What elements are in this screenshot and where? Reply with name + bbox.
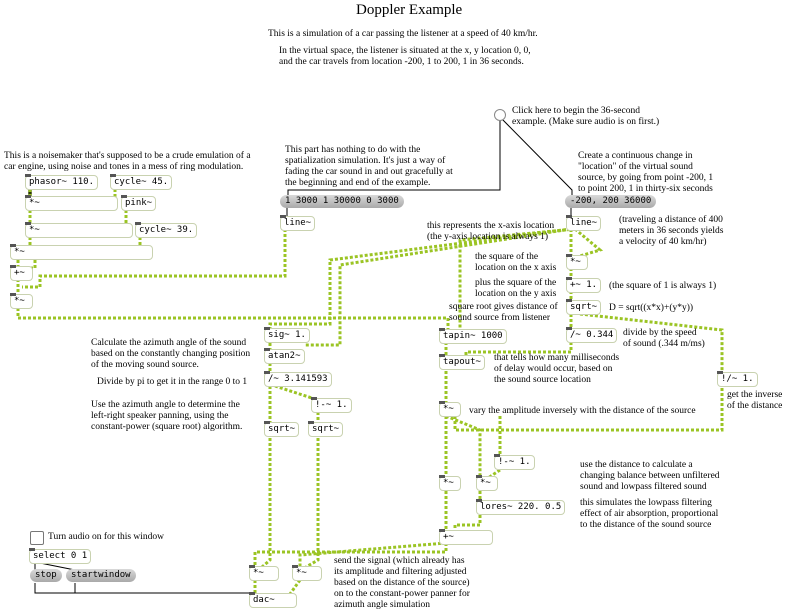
select-object[interactable]: select 0 1 [29, 548, 92, 564]
sqrt-left-object[interactable]: sqrt~ [264, 421, 300, 437]
cycle45-object[interactable]: cycle~ 45. [110, 174, 173, 190]
divide-speed-object[interactable]: /~ 0.344 [566, 327, 618, 343]
square-of-one-comment: (the square of 1 is always 1) [609, 281, 717, 291]
azimuth-comment: Calculate the azimuth angle of the sound… [91, 338, 251, 370]
x-axis-comment: this represents the x-axis location (the… [427, 221, 555, 242]
fade-part-comment: This part has nothing to do with the spa… [285, 145, 453, 188]
square-multiply-object[interactable]: *~ [566, 254, 588, 270]
dac-object[interactable]: dac~ [249, 592, 297, 608]
fade-message[interactable]: 1 3000 1 30000 0 3000 [280, 195, 404, 208]
reverse-subtract-object[interactable]: !-~ 1. [311, 397, 352, 413]
audio-toggle[interactable] [30, 531, 44, 545]
wet-multiply-object[interactable]: *~ [476, 475, 498, 491]
divide-speed-comment: divide by the speed of sound (.344 m/ms) [623, 328, 705, 349]
stop-message[interactable]: stop [30, 569, 62, 582]
line-object-fade[interactable]: line~ [280, 215, 316, 231]
click-here-comment: Click here to begin the 36-second exampl… [512, 106, 660, 127]
square-root-comment: square root gives distance of sound sour… [449, 302, 558, 323]
distance-formula-comment: D = sqrt((x*x)+(y*y)) [609, 303, 694, 313]
divide-pi-object[interactable]: /~ 3.141593 [264, 371, 332, 387]
tapin-object[interactable]: tapin~ 1000 [439, 328, 507, 344]
sqrt-distance-object[interactable]: sqrt~ [566, 299, 602, 315]
page-title: Doppler Example [356, 2, 463, 18]
sqrt-right-object[interactable]: sqrt~ [308, 421, 344, 437]
divide-pi-comment: Divide by pi to get it in the range 0 to… [97, 377, 248, 387]
reverse-divide-object[interactable]: !/~ 1. [717, 371, 758, 387]
intro-line1: This is a simulation of a car passing th… [268, 29, 538, 39]
multiply-object-4[interactable]: *~ [10, 293, 33, 309]
plus-one-object[interactable]: +~ 1. [566, 277, 602, 293]
balance-comment: use the distance to calculate a changing… [580, 460, 720, 492]
line-object-location[interactable]: line~ [566, 215, 602, 231]
left-pan-multiply-object[interactable]: *~ [249, 565, 279, 581]
atan2-object[interactable]: atan2~ [264, 348, 305, 364]
startwindow-message[interactable]: startwindow [66, 569, 136, 582]
phasor-object[interactable]: phasor~ 110. [25, 174, 99, 190]
start-bang-button[interactable] [494, 109, 506, 121]
traveling-comment: (traveling a distance of 400 meters in 3… [619, 215, 724, 247]
multiply-object-2[interactable]: *~ [25, 222, 133, 238]
multiply-object-3[interactable]: *~ [10, 244, 153, 260]
vary-amplitude-comment: vary the amplitude inversely with the di… [469, 406, 696, 416]
ms-delay-comment: that tells how many milliseconds of dela… [494, 353, 620, 385]
right-pan-multiply-object[interactable]: *~ [292, 565, 322, 581]
send-signal-comment: send the signal (which already has its a… [334, 556, 470, 610]
inverse-comment: get the inverse of the distance [727, 390, 783, 411]
tapout-object[interactable]: tapout~ [439, 354, 485, 370]
plus-square-y-comment: plus the square of the location on the y… [475, 278, 557, 299]
plus-object-2[interactable]: +~ [439, 529, 493, 545]
cycle39-object[interactable]: cycle~ 39. [135, 222, 198, 238]
sig-object[interactable]: sig~ 1. [264, 327, 310, 343]
multiply-object-1[interactable]: *~ [25, 195, 118, 211]
location-message[interactable]: -200, 200 36000 [565, 195, 657, 208]
amplitude-multiply-object[interactable]: *~ [439, 401, 461, 417]
noisemaker-comment: This is a noisemaker that's supposed to … [4, 151, 251, 172]
square-x-comment: the square of the location on the x axis [475, 252, 557, 273]
plus-object-1[interactable]: +~ [10, 265, 33, 281]
panning-comment: Use the azimuth angle to determine the l… [91, 400, 243, 432]
lores-filter-object[interactable]: lores~ 220. 0.5 [476, 499, 566, 515]
continuous-change-comment: Create a continuous change in "location"… [578, 151, 714, 194]
lowpass-comment: this simulates the lowpass filtering eff… [580, 498, 719, 530]
reverse-subtract-object-2[interactable]: !-~ 1. [494, 454, 535, 470]
intro-line2: In the virtual space, the listener is si… [279, 46, 531, 67]
turn-audio-comment: Turn audio on for this window [48, 532, 165, 542]
dry-multiply-object[interactable]: *~ [439, 475, 461, 491]
pink-noise-object[interactable]: pink~ [121, 195, 157, 211]
